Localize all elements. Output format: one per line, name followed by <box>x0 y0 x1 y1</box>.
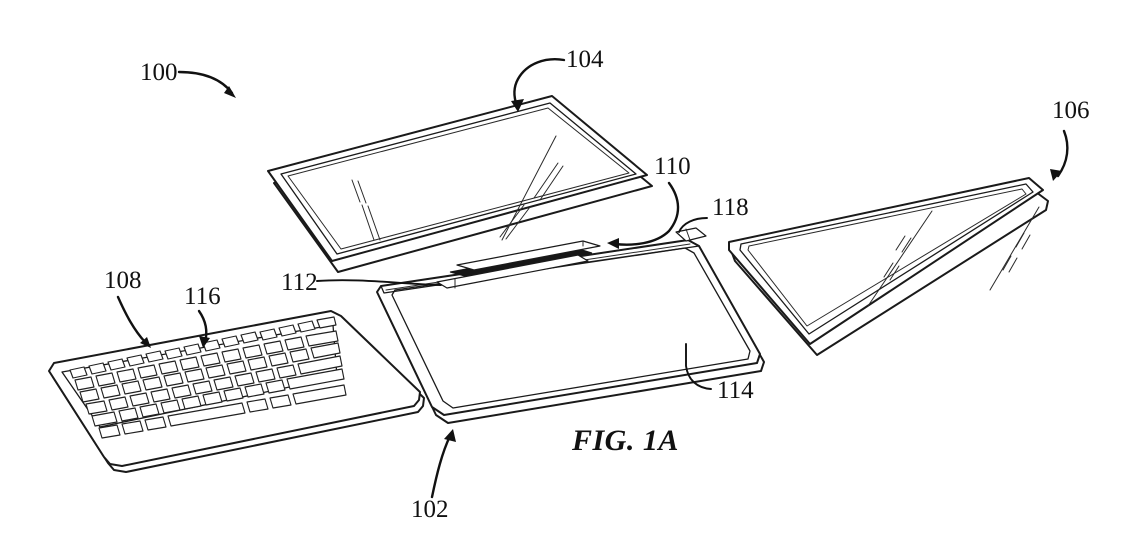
first-display-panel <box>267 95 653 273</box>
ref-numeral-116: 116 <box>184 283 221 310</box>
ref-numeral-102: 102 <box>411 496 449 523</box>
hinge-edge-tab <box>675 227 707 242</box>
base-back-lip <box>380 239 700 294</box>
leader-116 <box>197 309 210 348</box>
figure-caption: FIG. 1A <box>571 424 679 457</box>
display-104-glare-marks <box>351 135 564 241</box>
display-106-glare-marks <box>867 206 1040 307</box>
leader-108 <box>116 295 151 348</box>
leader-118 <box>678 217 708 233</box>
ref-numeral-112: 112 <box>281 269 318 296</box>
display-104-outer-frame <box>267 95 648 262</box>
hinge-edge-118 <box>675 227 707 242</box>
display-104-screen <box>287 107 630 250</box>
ref-numeral-110: 110 <box>654 153 691 180</box>
ref-numeral-104: 104 <box>566 46 604 73</box>
ref-numeral-106: 106 <box>1052 97 1090 124</box>
display-106-outer-frame <box>728 177 1044 345</box>
second-display-panel <box>728 177 1049 356</box>
leader-112 <box>316 279 442 286</box>
ref-numeral-114: 114 <box>717 377 754 404</box>
ref-numeral-118: 118 <box>712 194 749 221</box>
leader-106 <box>1050 129 1069 181</box>
leader-102 <box>430 429 456 499</box>
ref-numeral-108: 108 <box>104 267 142 294</box>
hinge-connector-bar <box>436 240 601 289</box>
keyboard-keys <box>69 316 347 439</box>
display-104-bezel <box>280 102 637 255</box>
connector-receptacle <box>456 240 601 271</box>
display-106-screen <box>747 188 1027 327</box>
base-chassis <box>376 239 765 424</box>
keyboard-module <box>48 310 425 473</box>
leader-104 <box>511 58 566 112</box>
leader-114 <box>685 343 712 390</box>
display-106-bezel <box>739 183 1034 335</box>
ref-numeral-100: 100 <box>140 59 178 86</box>
leader-110 <box>607 181 680 249</box>
leader-100 <box>177 70 236 98</box>
hinge-connector-slab <box>436 254 589 289</box>
